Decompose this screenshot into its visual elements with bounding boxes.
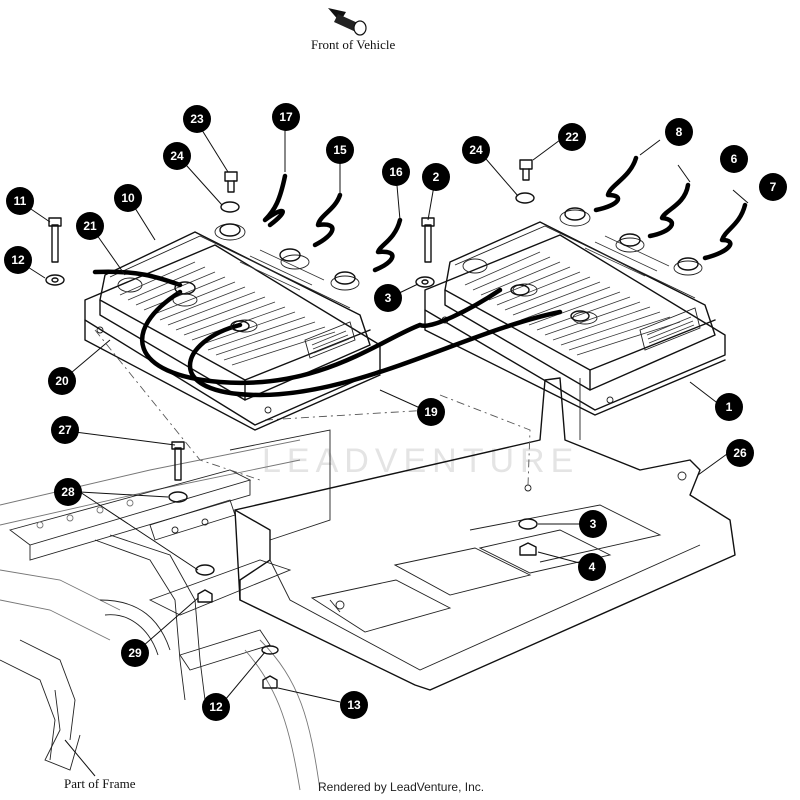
callout-21: 21 [76, 212, 104, 240]
callout-12b: 12 [202, 693, 230, 721]
callout-4: 4 [578, 553, 606, 581]
svg-text:2: 2 [433, 170, 440, 184]
front-arrow-icon [328, 8, 367, 36]
svg-text:3: 3 [385, 291, 392, 305]
callout-26: 26 [726, 439, 754, 467]
callout-7: 7 [759, 173, 787, 201]
callout-15: 15 [326, 136, 354, 164]
callout-6: 6 [720, 145, 748, 173]
callout-2: 2 [422, 163, 450, 191]
callout-10: 10 [114, 184, 142, 212]
svg-text:16: 16 [389, 165, 403, 179]
callout-19: 19 [417, 398, 445, 426]
svg-text:20: 20 [55, 374, 69, 388]
svg-text:23: 23 [190, 112, 204, 126]
svg-text:4: 4 [589, 560, 596, 574]
callout-22: 22 [558, 123, 586, 151]
callout-24a: 24 [163, 142, 191, 170]
align-line [94, 329, 261, 481]
controller-right [424, 209, 726, 416]
callout-24b: 24 [462, 136, 490, 164]
svg-text:24: 24 [469, 143, 483, 157]
mounting-tray [234, 377, 736, 691]
svg-text:27: 27 [58, 423, 72, 437]
callout-3b: 3 [579, 510, 607, 538]
cables [92, 155, 748, 398]
callout-29: 29 [121, 639, 149, 667]
svg-text:8: 8 [676, 125, 683, 139]
svg-text:24: 24 [170, 149, 184, 163]
vehicle-frame [0, 429, 331, 791]
callout-11: 11 [6, 187, 34, 215]
svg-text:3: 3 [590, 517, 597, 531]
svg-text:12: 12 [209, 700, 223, 714]
callout-23: 23 [183, 105, 211, 133]
watermark-text: LEADVENTURE [262, 442, 579, 480]
svg-text:6: 6 [731, 152, 738, 166]
frame-leader [64, 739, 96, 777]
svg-text:28: 28 [61, 485, 75, 499]
callout-17: 17 [272, 103, 300, 131]
svg-text:15: 15 [333, 143, 347, 157]
ring-terminals [174, 207, 699, 332]
svg-text:19: 19 [424, 405, 438, 419]
leader-lines [19, 118, 749, 703]
callout-13: 13 [340, 691, 368, 719]
svg-text:7: 7 [770, 180, 777, 194]
callout-1: 1 [715, 393, 743, 421]
rendered-by-credit: Rendered by LeadVenture, Inc. [318, 780, 484, 794]
svg-text:21: 21 [83, 219, 97, 233]
svg-text:17: 17 [279, 110, 293, 124]
callout-8: 8 [665, 118, 693, 146]
svg-text:12: 12 [11, 253, 25, 267]
callout-16: 16 [382, 158, 410, 186]
callout-20: 20 [48, 367, 76, 395]
front-of-vehicle-label: Front of Vehicle [311, 37, 395, 52]
hardware [45, 159, 538, 689]
svg-text:29: 29 [128, 646, 142, 660]
align-line [439, 394, 531, 486]
svg-text:13: 13 [347, 698, 361, 712]
svg-text:1: 1 [726, 400, 733, 414]
callout-27: 27 [51, 416, 79, 444]
callout-12a: 12 [4, 246, 32, 274]
callout-28: 28 [54, 478, 82, 506]
svg-text:22: 22 [565, 130, 579, 144]
svg-text:10: 10 [121, 191, 135, 205]
callout-3a: 3 [374, 284, 402, 312]
svg-text:11: 11 [14, 194, 27, 208]
svg-text:26: 26 [733, 446, 747, 460]
part-of-frame-label: Part of Frame [64, 776, 136, 791]
